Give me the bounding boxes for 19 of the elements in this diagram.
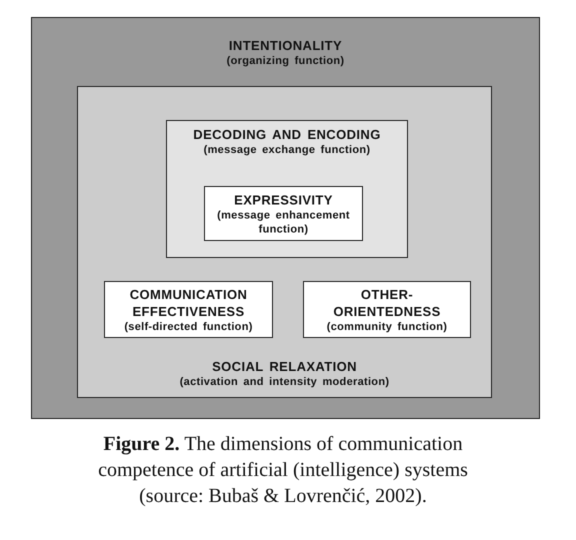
dimension-name: EXPRESSIVITY xyxy=(234,191,333,208)
function-description: (message enhancement function) xyxy=(216,208,351,236)
function-description: (organizing function) xyxy=(226,54,344,68)
dimension-name: DECODING AND ENCODING xyxy=(193,126,381,143)
function-description: (activation and intensity moderation) xyxy=(180,375,390,389)
function-description: (community function) xyxy=(326,320,448,334)
inner-panel xyxy=(166,120,408,258)
dimension-name: SOCIAL RELAXATION xyxy=(212,358,357,375)
figure-caption: Figure 2. The dimensions of communication competence of artificial (intelligence) systems (source: Bubaš & Lovrenčić, 2002). xyxy=(98,433,468,507)
function-description: (message exchange function) xyxy=(204,143,370,157)
dimension-box xyxy=(104,281,273,338)
function-description: (self-directed function) xyxy=(124,320,253,334)
dimension-box xyxy=(303,281,471,338)
middle-panel xyxy=(77,86,492,398)
dimension-name: OTHER-ORIENTEDNESS xyxy=(332,286,442,320)
dimension-name: COMMUNICATION EFFECTIVENESS xyxy=(128,286,248,320)
outer-panel xyxy=(31,17,540,419)
dimension-name: INTENTIONALITY xyxy=(228,37,342,54)
dimension-box xyxy=(204,186,363,241)
